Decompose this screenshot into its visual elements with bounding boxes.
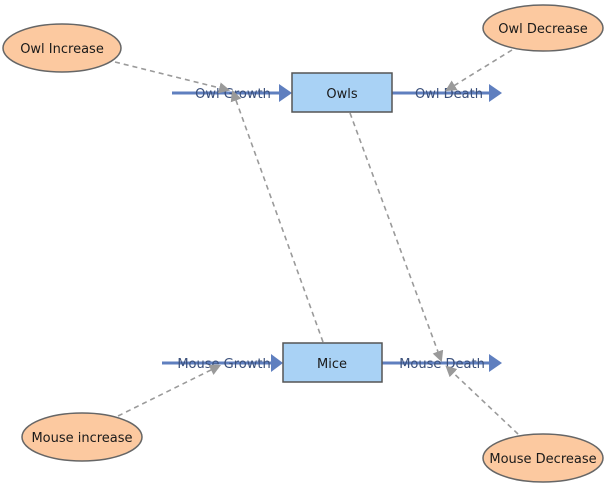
flow-label-owl-growth: Owl Growth — [195, 87, 271, 102]
flow-arrowhead — [279, 84, 292, 102]
variable-label-mouse-increase: Mouse increase — [31, 431, 132, 446]
flow-label-mouse-growth: Mouse Growth — [177, 357, 270, 372]
stock-mice[interactable]: Mice — [282, 342, 383, 383]
variable-owl-decrease[interactable]: Owl Decrease — [482, 4, 604, 52]
variable-ellipse — [482, 4, 604, 52]
flow-arrowhead — [489, 354, 502, 372]
flow-label-owl-death: Owl Death — [415, 87, 483, 102]
stock-box — [291, 72, 393, 113]
variable-owl-increase[interactable]: Owl Increase — [2, 23, 122, 73]
variable-mouse-increase[interactable]: Mouse increase — [21, 412, 143, 462]
variable-label-owl-decrease: Owl Decrease — [498, 22, 588, 37]
variable-mouse-decrease[interactable]: Mouse Decrease — [482, 433, 604, 483]
stock-box — [282, 342, 383, 383]
variable-ellipse — [2, 23, 122, 73]
variable-ellipse — [482, 433, 604, 483]
flow-mouse-death[interactable]: Mouse Death — [382, 354, 502, 372]
link-mouse-increase-to-mouse-growth[interactable] — [117, 364, 222, 417]
link-owl-increase-to-owl-growth[interactable] — [114, 61, 231, 94]
variable-ellipse — [21, 412, 143, 462]
stock-owls[interactable]: Owls — [291, 72, 393, 113]
link-mouse-decrease-to-mouse-death[interactable] — [445, 365, 519, 435]
link-owls-to-mouse-death[interactable] — [349, 112, 444, 363]
variable-label-owl-increase: Owl Increase — [20, 42, 104, 57]
variable-label-mouse-decrease: Mouse Decrease — [489, 452, 596, 467]
flow-owl-growth[interactable]: Owl Growth — [172, 84, 292, 102]
flow-owl-death[interactable]: Owl Death — [392, 84, 502, 102]
link-owl-decrease-to-owl-death[interactable] — [445, 49, 513, 92]
flow-mouse-growth[interactable]: Mouse Growth — [162, 354, 283, 372]
flow-label-mouse-death: Mouse Death — [399, 357, 485, 372]
stock-label-owls: Owls — [326, 87, 357, 102]
stock-label-mice: Mice — [317, 357, 347, 372]
flow-arrowhead — [271, 354, 283, 372]
link-mice-to-owl-growth[interactable] — [230, 89, 324, 343]
flow-arrowhead — [489, 84, 502, 102]
